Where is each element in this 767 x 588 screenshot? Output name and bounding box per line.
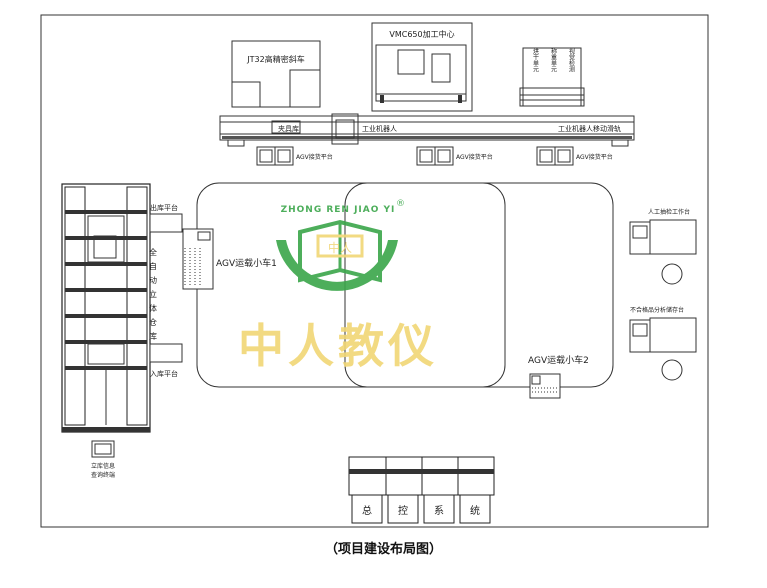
agv-platform-1: AGV接货平台 bbox=[256, 146, 333, 166]
control-char-4: 统 bbox=[470, 504, 480, 517]
watermark-logo: 中人 ZHONG REN JIAO YI ® 中人教仪 bbox=[238, 199, 438, 373]
frame bbox=[40, 14, 709, 528]
vmc650-label: VMC650加工中心 bbox=[389, 29, 454, 39]
agv-car-2-label: AGV运载小车2 bbox=[528, 354, 589, 366]
agv-platform-1-label: AGV接货平台 bbox=[296, 153, 333, 161]
agv-car-1: AGV运载小车1 bbox=[182, 228, 277, 290]
in-platform: 入库平台 bbox=[149, 343, 183, 378]
reject-storage-station: 不合格品分析储存台 bbox=[629, 306, 697, 381]
auto-warehouse: 全自动立体仓库 bbox=[61, 183, 158, 433]
terminal-label-1: 立库信息 bbox=[91, 462, 115, 470]
agv-car-1-label: AGV运载小车1 bbox=[216, 257, 277, 269]
measure-unit: 烘干单元 称重单元 视觉检测 bbox=[519, 47, 585, 107]
manual-inspection-station: 人工抽检工作台 bbox=[629, 208, 697, 285]
fixture-library-label: 夹具库 bbox=[278, 124, 299, 133]
watermark-chinese: 中人教仪 bbox=[238, 319, 438, 373]
watermark-pinyin: ZHONG REN JIAO YI bbox=[281, 205, 396, 215]
out-platform-label: 出库平台 bbox=[150, 203, 178, 212]
reject-storage-label: 不合格品分析储存台 bbox=[630, 306, 684, 314]
jt32-label: JT32高精密斜车 bbox=[246, 54, 304, 64]
robot-track-label: 工业机器人移动滑轨 bbox=[558, 124, 621, 133]
info-terminal: 立库信息 查询终端 bbox=[91, 440, 115, 479]
agv-platform-3-label: AGV接货平台 bbox=[576, 153, 613, 161]
industrial-robot-label: 工业机器人 bbox=[362, 124, 397, 133]
jt32-lathe: JT32高精密斜车 bbox=[231, 40, 321, 108]
control-char-1: 总 bbox=[362, 504, 372, 517]
watermark-book-char: 中人 bbox=[328, 240, 352, 255]
terminal-label-2: 查询终端 bbox=[91, 471, 115, 479]
diagram-caption: （项目建设布局图） bbox=[324, 542, 442, 557]
watermark-registered: ® bbox=[396, 199, 405, 209]
control-char-3: 系 bbox=[434, 505, 444, 517]
agv-platform-2-label: AGV接货平台 bbox=[456, 153, 493, 161]
control-char-2: 控 bbox=[398, 504, 408, 517]
agv-car-2: AGV运载小车2 bbox=[528, 354, 589, 399]
agv-platform-3: AGV接货平台 bbox=[536, 146, 613, 166]
agv-platform-2: AGV接货平台 bbox=[416, 146, 493, 166]
warehouse-vertical-label: 全自动立体仓库 bbox=[149, 247, 158, 346]
in-platform-label: 入库平台 bbox=[150, 369, 178, 378]
measure-col-3: 视觉检测 bbox=[568, 47, 575, 73]
measure-col-1: 烘干单元 bbox=[532, 47, 539, 73]
robot-rail: 夹具库 工业机器人 工业机器人移动滑轨 bbox=[219, 113, 635, 147]
vmc650-center: VMC650加工中心 bbox=[371, 22, 473, 112]
control-system: 总 控 系 统 bbox=[348, 456, 495, 524]
manual-inspection-label: 人工抽检工作台 bbox=[648, 208, 690, 216]
measure-col-2: 称重单元 bbox=[550, 47, 557, 73]
